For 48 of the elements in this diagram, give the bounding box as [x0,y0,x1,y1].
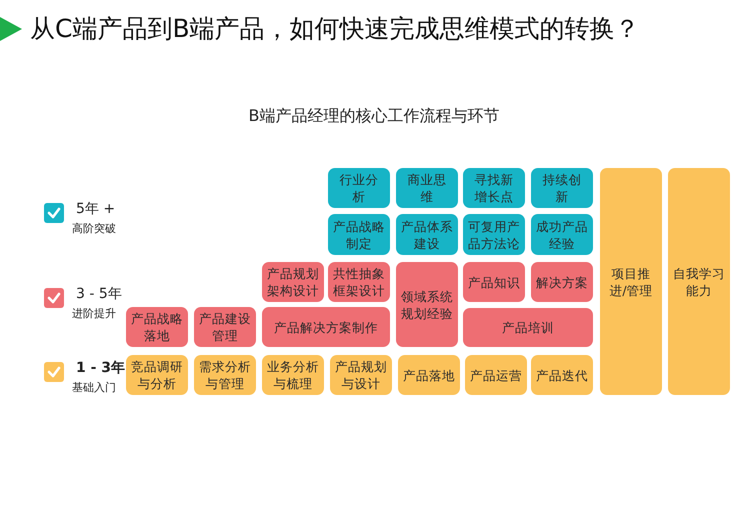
box-label: 产品规划与设计 [335,358,387,392]
process-box [463,262,525,302]
box-label: 产品规划架构设计 [267,265,319,299]
level-label: 3 - 5年 [76,285,122,303]
box-label: 产品知识 [468,274,520,290]
box-label: 商业思维 [407,171,447,205]
box-label: 产品培训 [502,319,554,336]
box-label: 需求分析与管理 [199,358,251,392]
box-label: 自我学习能力 [673,264,725,298]
box-label: 业务分析与梳理 [267,358,319,392]
title: 从C端产品到B端产品，如何快速完成思维模式的转换？ [30,13,640,45]
box-label: 解决方案 [536,274,588,290]
box-label: 产品解决方案制作 [274,318,378,336]
level-description: 基础入门 [72,380,116,395]
process-box [463,168,525,208]
box-label: 行业分析 [339,171,379,205]
box-label: 项目推进/管理 [608,264,654,298]
level-label: 5年 + [76,200,116,218]
process-box [396,262,458,347]
box-label: 产品运营 [470,366,522,384]
process-box [465,355,527,395]
level-label: 1 - 3年 [76,359,126,377]
process-box [531,355,593,395]
box-label: 寻找新增长点 [474,171,514,205]
process-box [668,168,730,395]
box-label: 产品迭代 [536,366,588,384]
box-label: 领域系统规划经验 [401,288,453,322]
box-label: 持续创新 [542,171,582,205]
level-description: 进阶提升 [72,306,116,321]
box-label: 成功产品经验 [536,218,588,252]
process-box [600,168,662,395]
box-label: 产品体系建设 [401,218,453,252]
process-box [398,355,460,395]
process-box [463,308,593,347]
box-label: 共性抽象框架设计 [333,265,385,299]
box-label: 产品战略落地 [131,310,183,344]
process-box [396,168,458,208]
process-box [262,307,390,347]
caption: B端产品经理的核心工作流程与环节 [248,106,500,127]
box-label: 产品建设管理 [199,310,251,344]
level-description: 高阶突破 [72,221,116,236]
box-label: 可复用产品方法论 [468,218,520,252]
process-box [531,168,593,208]
box-label: 产品落地 [403,366,455,384]
process-box [531,262,593,302]
process-box [328,168,390,208]
box-label: 产品战略制定 [333,218,385,252]
box-label: 竞品调研与分析 [131,358,183,392]
